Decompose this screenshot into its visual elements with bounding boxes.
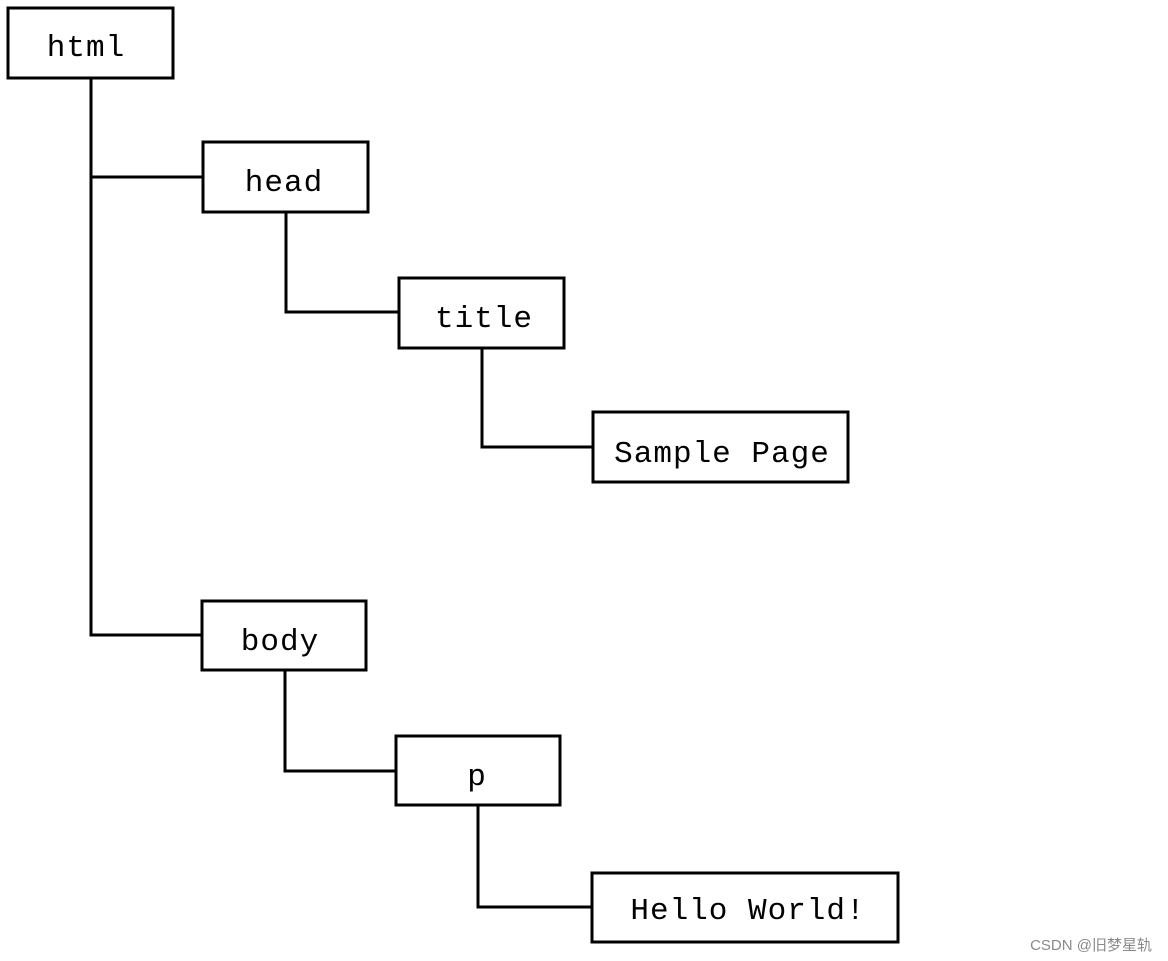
- node-title-box: [397, 276, 566, 350]
- node-body-box: [200, 599, 368, 672]
- edge-title-sample-page: [480, 348, 593, 449]
- node-p-box: [394, 734, 562, 807]
- edge-body-p: [283, 670, 396, 773]
- edge-html-body: [89, 177, 202, 637]
- node-hello-world: Hello World!: [590, 871, 900, 944]
- node-head-label: head: [245, 166, 323, 201]
- node-html-box: [6, 6, 175, 80]
- node-html: html: [6, 6, 175, 80]
- node-head-box: [201, 140, 370, 214]
- edge-p-hello-world: [476, 805, 592, 909]
- node-sample-page-label: Sample Page: [614, 437, 830, 472]
- node-sample-page-box: [591, 410, 850, 484]
- watermark-text: CSDN @旧梦星轨: [1030, 937, 1152, 954]
- node-hello-world-box: [590, 871, 900, 944]
- edge-html-head: [89, 78, 203, 179]
- node-hello-world-label: Hello World!: [630, 894, 865, 929]
- node-html-label: html: [47, 31, 125, 66]
- edge-head-title: [284, 212, 399, 314]
- node-head: head: [201, 140, 370, 214]
- node-body-label: body: [241, 625, 319, 660]
- node-title: title: [397, 276, 566, 350]
- node-p: p: [394, 734, 562, 807]
- node-sample-page: Sample Page: [591, 410, 850, 484]
- node-title-label: title: [435, 302, 533, 337]
- node-body: body: [200, 599, 368, 672]
- node-p-label: p: [467, 760, 487, 795]
